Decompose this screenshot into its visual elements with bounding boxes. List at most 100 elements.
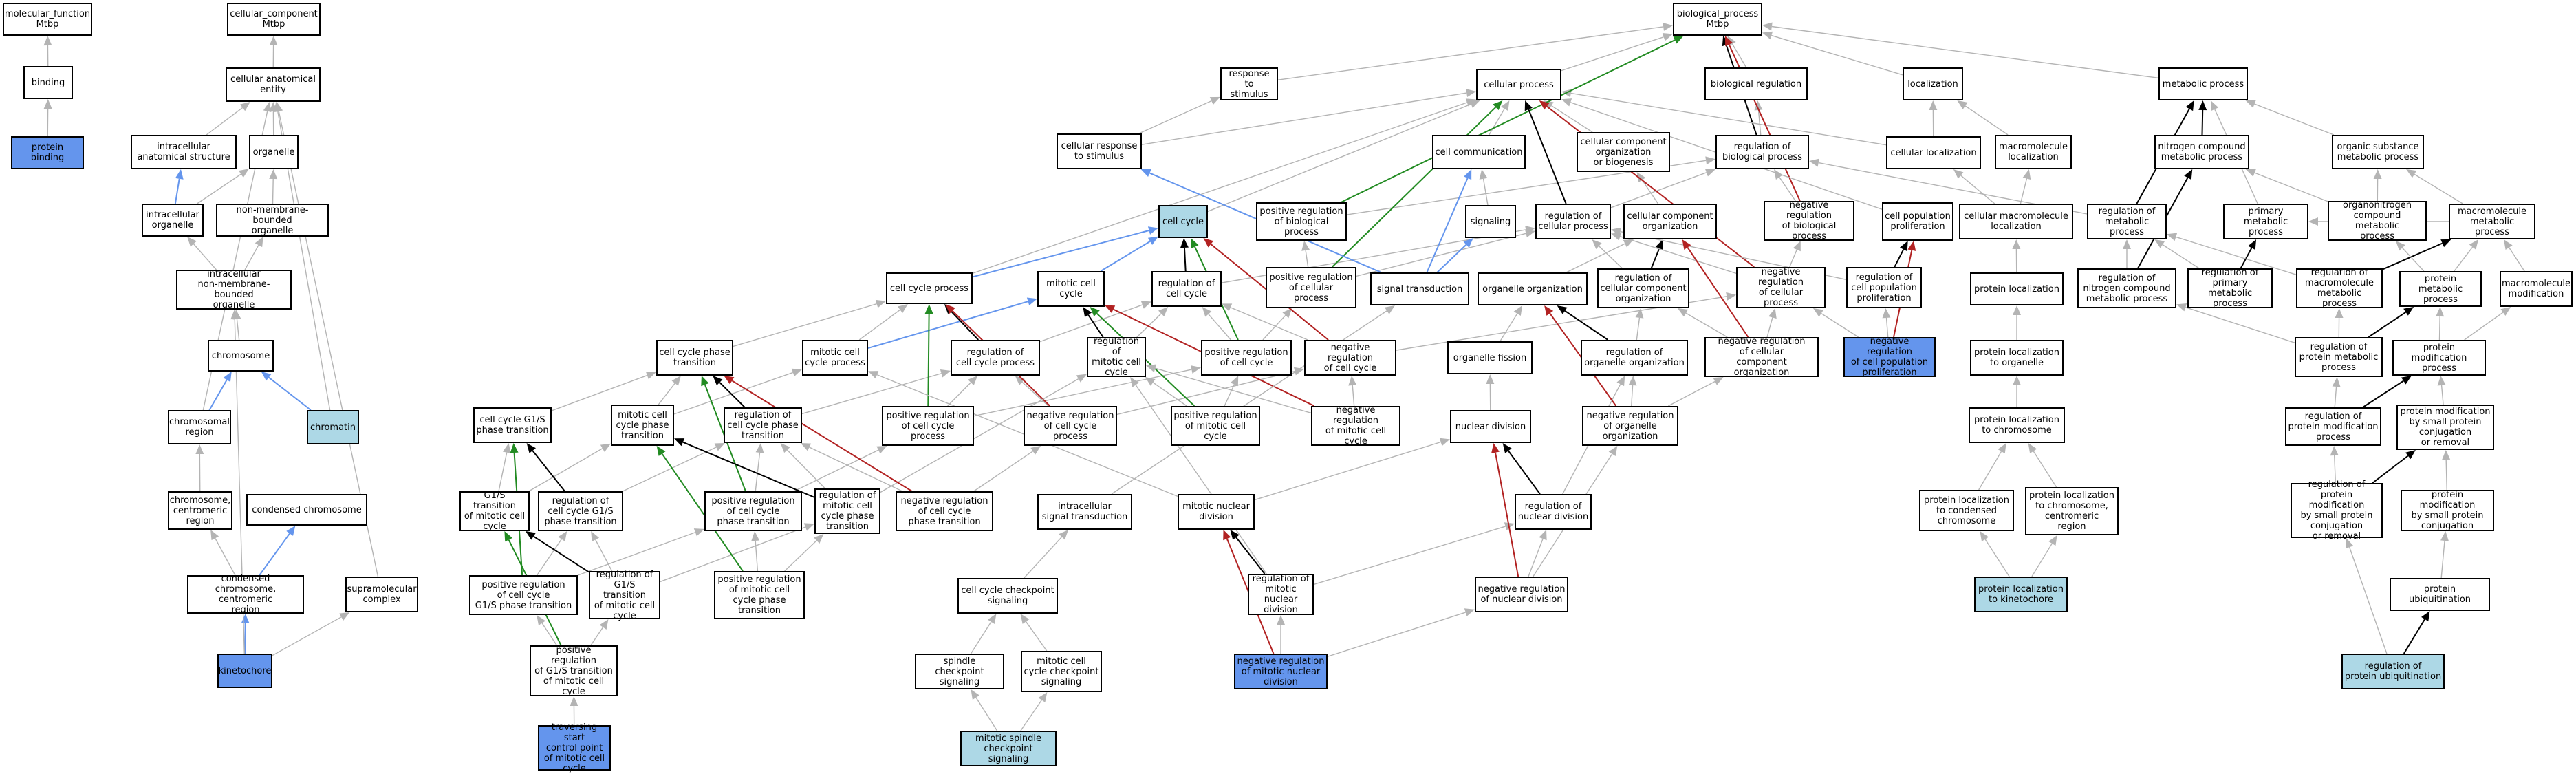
regulation-of-cell-cycle-g1s-node[interactable]: regulation of cell cycle G1/S phase tran…: [538, 491, 623, 531]
mitotic-cell-cycle-process-node[interactable]: mitotic cell cycle process: [802, 340, 868, 376]
cell-population-proliferation-node[interactable]: cell population proliferation: [1882, 202, 1953, 241]
regulation-of-metabolic-process-node[interactable]: regulation of metabolic process: [2087, 204, 2167, 239]
cellular-component-node[interactable]: cellular_component Mtbp: [227, 3, 321, 36]
regulation-of-biological-process-node[interactable]: regulation of biological process: [1715, 135, 1809, 169]
negative-regulation-of-mitotic-nuclear-division-node[interactable]: negative regulation of mitotic nuclear d…: [1234, 654, 1328, 689]
regulation-of-nuclear-division-node[interactable]: regulation of nuclear division: [1515, 494, 1592, 530]
organonitrogen-compound-metabolic-node[interactable]: organonitrogen compound metabolic proces…: [2328, 200, 2427, 241]
protein-localization-to-chromosome-node[interactable]: protein localization to chromosome: [1969, 407, 2065, 443]
protein-ubiquitination-node[interactable]: protein ubiquitination: [2390, 578, 2490, 611]
regulation-of-mitotic-cell-cycle-node[interactable]: regulation of mitotic cell cycle: [1087, 336, 1146, 378]
condensed-chromosome-node[interactable]: condensed chromosome: [246, 494, 367, 526]
chromosome-node[interactable]: chromosome: [208, 340, 274, 372]
protein-localization-to-organelle-node[interactable]: protein localization to organelle: [1970, 340, 2064, 376]
intracellular-anatomical-structure-node[interactable]: intracellular anatomical structure: [131, 135, 237, 169]
regulation-of-protein-modification-small-protein-node[interactable]: regulation of protein modification by sm…: [2291, 480, 2383, 541]
response-to-stimulus-node[interactable]: response to stimulus: [1220, 67, 1278, 100]
intracellular-non-membrane-organelle-node[interactable]: intracellular non-membrane-bounded organ…: [176, 269, 292, 310]
supramolecular-complex-node[interactable]: supramolecular complex: [345, 577, 418, 612]
organelle-node[interactable]: organelle: [249, 135, 299, 169]
cellular-response-to-stimulus-node[interactable]: cellular response to stimulus: [1057, 133, 1142, 169]
spindle-checkpoint-signaling-node[interactable]: spindle checkpoint signaling: [915, 654, 1004, 689]
condensed-chromosome-centromeric-node[interactable]: condensed chromosome, centromeric region: [187, 574, 304, 615]
organelle-fission-node[interactable]: organelle fission: [1447, 341, 1533, 374]
regulation-of-protein-modification-process-node[interactable]: regulation of protein modification proce…: [2285, 407, 2381, 446]
protein-localization-to-kinetochore-node[interactable]: protein localization to kinetochore: [1974, 577, 2068, 612]
positive-regulation-of-cell-cycle-phase-transition-node[interactable]: positive regulation of cell cycle phase …: [704, 491, 802, 531]
protein-modification-small-protein-conjugation-node[interactable]: protein modification by small protein co…: [2401, 490, 2494, 531]
positive-regulation-of-biological-process-node[interactable]: positive regulation of biological proces…: [1256, 202, 1347, 241]
cellular-process-node[interactable]: cellular process: [1476, 69, 1561, 100]
cellular-component-organization-biogenesis-node[interactable]: cellular component organization or bioge…: [1577, 132, 1670, 172]
macromolecule-modification-node[interactable]: macromolecule modification: [2500, 271, 2573, 307]
primary-metabolic-process-node[interactable]: primary metabolic process: [2223, 204, 2308, 239]
negative-regulation-of-organelle-organization-node[interactable]: negative regulation of organelle organiz…: [1582, 406, 1678, 446]
negative-regulation-of-cell-cycle-process-node[interactable]: negative regulation of cell cycle proces…: [1024, 406, 1117, 446]
negative-regulation-of-cellular-process-node[interactable]: negative regulation of cellular process: [1736, 267, 1826, 308]
positive-regulation-of-mitotic-cell-cycle-phase-node[interactable]: positive regulation of mitotic cell cycl…: [714, 571, 805, 619]
positive-regulation-of-g1s-transition-mitotic-node[interactable]: positive regulation of G1/S transition o…: [530, 645, 618, 697]
g1s-transition-mitotic-cell-cycle-node[interactable]: G1/S transition of mitotic cell cycle: [459, 491, 530, 532]
binding-node[interactable]: binding: [23, 66, 73, 99]
regulation-of-nitrogen-compound-metabolic-node[interactable]: regulation of nitrogen compound metaboli…: [2077, 268, 2176, 308]
regulation-of-cell-cycle-phase-transition-node[interactable]: regulation of cell cycle phase transitio…: [724, 407, 802, 443]
localization-node[interactable]: localization: [1903, 67, 1963, 100]
nitrogen-compound-metabolic-node[interactable]: nitrogen compound metabolic process: [2154, 135, 2249, 169]
cell-cycle-phase-transition-node[interactable]: cell cycle phase transition: [656, 340, 733, 376]
molecular-function-node[interactable]: molecular_function Mtbp: [3, 3, 92, 36]
positive-regulation-of-cell-cycle-g1s-node[interactable]: positive regulation of cell cycle G1/S p…: [469, 575, 578, 615]
biological-process-node[interactable]: biological_process Mtbp: [1673, 3, 1762, 36]
organelle-organization-node[interactable]: organelle organization: [1478, 272, 1588, 305]
organic-substance-metabolic-node[interactable]: organic substance metabolic process: [2332, 135, 2424, 169]
protein-metabolic-process-node[interactable]: protein metabolic process: [2399, 271, 2482, 307]
intracellular-signal-transduction-node[interactable]: intracellular signal transduction: [1037, 494, 1132, 530]
regulation-of-primary-metabolic-node[interactable]: regulation of primary metabolic process: [2187, 268, 2273, 309]
mitotic-cell-cycle-node[interactable]: mitotic cell cycle: [1037, 271, 1105, 307]
regulation-of-macromolecule-metabolic-node[interactable]: regulation of macromolecule metabolic pr…: [2296, 268, 2383, 309]
mitotic-spindle-checkpoint-signaling-node[interactable]: mitotic spindle checkpoint signaling: [960, 731, 1057, 766]
regulation-of-cellular-process-node[interactable]: regulation of cellular process: [1535, 204, 1611, 239]
positive-regulation-of-cell-cycle-node[interactable]: positive regulation of cell cycle: [1201, 340, 1292, 376]
negative-regulation-of-nuclear-division-node[interactable]: negative regulation of nuclear division: [1475, 577, 1568, 612]
negative-regulation-of-cell-population-proliferation-node[interactable]: negative regulation of cell population p…: [1843, 336, 1936, 378]
regulation-of-cellular-component-organization-node[interactable]: regulation of cellular component organiz…: [1597, 268, 1689, 308]
regulation-of-mitotic-nuclear-division-node[interactable]: regulation of mitotic nuclear division: [1248, 574, 1314, 615]
positive-regulation-of-cell-cycle-process-node[interactable]: positive regulation of cell cycle proces…: [882, 406, 974, 446]
regulation-of-mitotic-cell-cycle-phase-transition-node[interactable]: regulation of mitotic cell cycle phase t…: [814, 488, 880, 534]
cell-communication-node[interactable]: cell communication: [1432, 135, 1526, 169]
signaling-node[interactable]: signaling: [1465, 205, 1516, 238]
traversing-start-control-point-node[interactable]: traversing start control point of mitoti…: [538, 722, 611, 774]
macromolecule-localization-node[interactable]: macromolecule localization: [1995, 135, 2072, 169]
cellular-anatomical-entity-node[interactable]: cellular anatomical entity: [226, 67, 321, 102]
cellular-macromolecule-localization-node[interactable]: cellular macromolecule localization: [1959, 204, 2073, 239]
mitotic-cell-cycle-phase-transition-node[interactable]: mitotic cell cycle phase transition: [611, 405, 674, 446]
mitotic-nuclear-division-node[interactable]: mitotic nuclear division: [1178, 494, 1255, 530]
protein-modification-small-protein-conjugation-removal-node[interactable]: protein modification by small protein co…: [2396, 405, 2494, 450]
cellular-component-organization-node[interactable]: cellular component organization: [1623, 204, 1717, 239]
biological-regulation-node[interactable]: biological regulation: [1704, 67, 1808, 100]
positive-regulation-of-mitotic-cell-cycle-node[interactable]: positive regulation of mitotic cell cycl…: [1171, 406, 1260, 446]
positive-regulation-of-cellular-process-node[interactable]: positive regulation of cellular process: [1266, 267, 1356, 308]
macromolecule-metabolic-process-node[interactable]: macromolecule metabolic process: [2449, 204, 2535, 239]
chromatin-node[interactable]: chromatin: [307, 410, 359, 444]
regulation-of-cell-population-proliferation-node[interactable]: regulation of cell population proliferat…: [1846, 267, 1922, 308]
nuclear-division-node[interactable]: nuclear division: [1450, 410, 1531, 443]
negative-regulation-of-biological-process-node[interactable]: negative regulation of biological proces…: [1764, 200, 1854, 241]
mitotic-cell-cycle-checkpoint-signaling-node[interactable]: mitotic cell cycle checkpoint signaling: [1021, 651, 1102, 692]
regulation-of-cell-cycle-node[interactable]: regulation of cell cycle: [1151, 271, 1222, 307]
cell-cycle-g1s-phase-transition-node[interactable]: cell cycle G1/S phase transition: [473, 407, 552, 443]
chromosome-centromeric-region-node[interactable]: chromosome, centromeric region: [168, 491, 232, 530]
chromosomal-region-node[interactable]: chromosomal region: [168, 410, 231, 444]
protein-binding-node[interactable]: protein binding: [11, 136, 84, 169]
metabolic-process-node[interactable]: metabolic process: [2158, 67, 2248, 100]
negative-regulation-of-cellular-component-organization-node[interactable]: negative regulation of cellular componen…: [1704, 336, 1819, 378]
protein-localization-to-condensed-chromosome-node[interactable]: protein localization to condensed chromo…: [1919, 490, 2014, 531]
protein-localization-to-chromosome-centromeric-node[interactable]: protein localization to chromosome, cent…: [2025, 487, 2119, 535]
regulation-of-protein-ubiquitination-node[interactable]: regulation of protein ubiquitination: [2341, 654, 2445, 689]
negative-regulation-of-cell-cycle-node[interactable]: negative regulation of cell cycle: [1304, 340, 1396, 376]
regulation-of-cell-cycle-process-node[interactable]: regulation of cell cycle process: [951, 340, 1040, 376]
protein-modification-process-node[interactable]: protein modification process: [2392, 340, 2486, 376]
cell-cycle-process-node[interactable]: cell cycle process: [886, 272, 973, 304]
negative-regulation-of-mitotic-cell-cycle-node[interactable]: negative regulation of mitotic cell cycl…: [1311, 405, 1400, 447]
regulation-of-protein-metabolic-process-node[interactable]: regulation of protein metabolic process: [2295, 337, 2383, 377]
